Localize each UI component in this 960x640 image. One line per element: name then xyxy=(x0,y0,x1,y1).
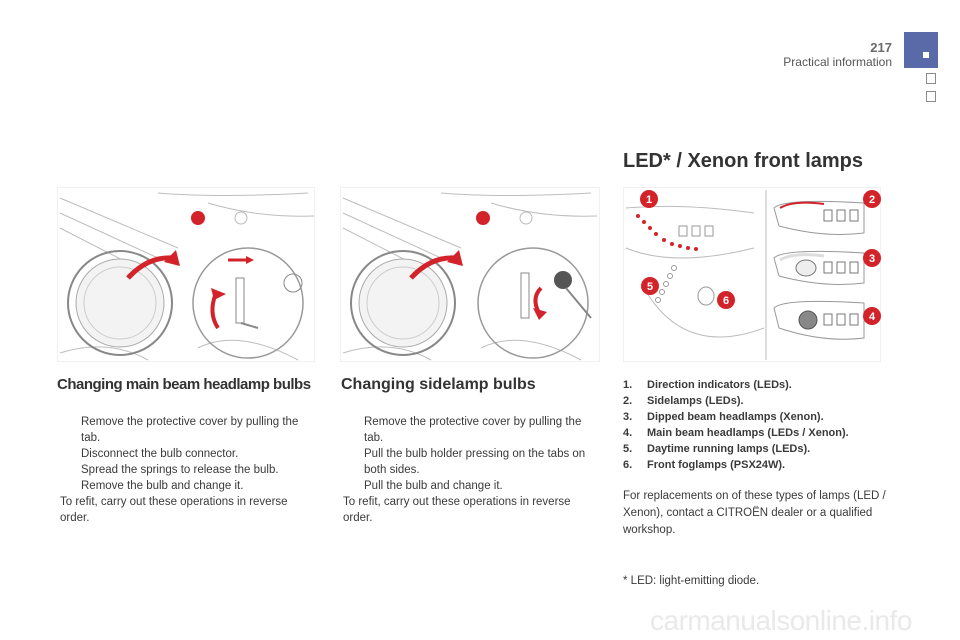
sidelamp-title: Changing sidelamp bulbs xyxy=(341,376,536,393)
callout-badges: 1 2 3 4 5 6 xyxy=(640,190,881,325)
led-xenon-title: LED* / Xenon front lamps xyxy=(623,150,864,172)
main-beam-steps: Remove the protective cover by pulling t… xyxy=(60,414,318,494)
callout-2: 2 xyxy=(869,194,875,206)
sidelamp-refit: To refit, carry out these operations in … xyxy=(343,496,571,524)
callout-dot xyxy=(191,211,205,225)
watermark: carmanualsonline.info xyxy=(650,605,912,636)
list-item: 6.Front foglamps (PSX24W). xyxy=(623,459,786,471)
list-item: Remove the bulb and change it. xyxy=(81,480,244,492)
replacement-note: For replacements on of these types of la… xyxy=(623,490,886,536)
list-item: Spread the springs to release the bulb. xyxy=(81,464,279,476)
list-item: Pull the bulb and change it. xyxy=(364,480,503,492)
callout-6: 6 xyxy=(723,295,729,307)
tab-square-icon xyxy=(923,52,929,58)
list-item: 5.Daytime running lamps (LEDs). xyxy=(623,443,811,455)
sidelamp-steps: Remove the protective cover by pulling t… xyxy=(343,414,601,494)
main-beam-illustration xyxy=(57,187,315,362)
list-item: Disconnect the bulb connector. xyxy=(81,448,239,460)
page-number: 217 xyxy=(870,40,892,55)
callout-4: 4 xyxy=(869,311,876,323)
led-xenon-drawing: 1 2 3 4 5 6 xyxy=(625,190,881,360)
list-item: 4.Main beam headlamps (LEDs / Xenon). xyxy=(623,427,849,439)
led-xenon-illustration: 1 2 3 4 5 6 xyxy=(623,187,881,362)
lamp-list: 1.Direction indicators (LEDs). 2.Sidelam… xyxy=(623,377,903,473)
section-title: Practical information xyxy=(783,55,892,69)
callout-1: 1 xyxy=(646,194,652,206)
list-item: 3.Dipped beam headlamps (Xenon). xyxy=(623,411,824,423)
list-item: Pull the bulb holder pressing on the tab… xyxy=(364,448,586,476)
tab-box-2 xyxy=(926,91,936,102)
main-beam-refit: To refit, carry out these operations in … xyxy=(60,496,288,524)
main-beam-drawing xyxy=(59,192,315,361)
chapter-tab xyxy=(904,32,938,68)
callout-3: 3 xyxy=(869,253,875,265)
list-item: Remove the protective cover by pulling t… xyxy=(81,416,299,444)
led-strip xyxy=(636,214,698,251)
callout-dot xyxy=(476,211,490,225)
main-beam-title: Changing main beam headlamp bulbs xyxy=(57,376,311,393)
sidelamp-drawing xyxy=(342,192,598,361)
list-item: 1.Direction indicators (LEDs). xyxy=(623,379,792,391)
sidelamp-illustration xyxy=(340,187,600,362)
list-item: Remove the protective cover by pulling t… xyxy=(364,416,582,444)
list-item: 2.Sidelamps (LEDs). xyxy=(623,395,744,407)
tab-box-1 xyxy=(926,73,936,84)
callout-5: 5 xyxy=(647,281,653,293)
led-footnote: * LED: light-emitting diode. xyxy=(623,575,760,587)
